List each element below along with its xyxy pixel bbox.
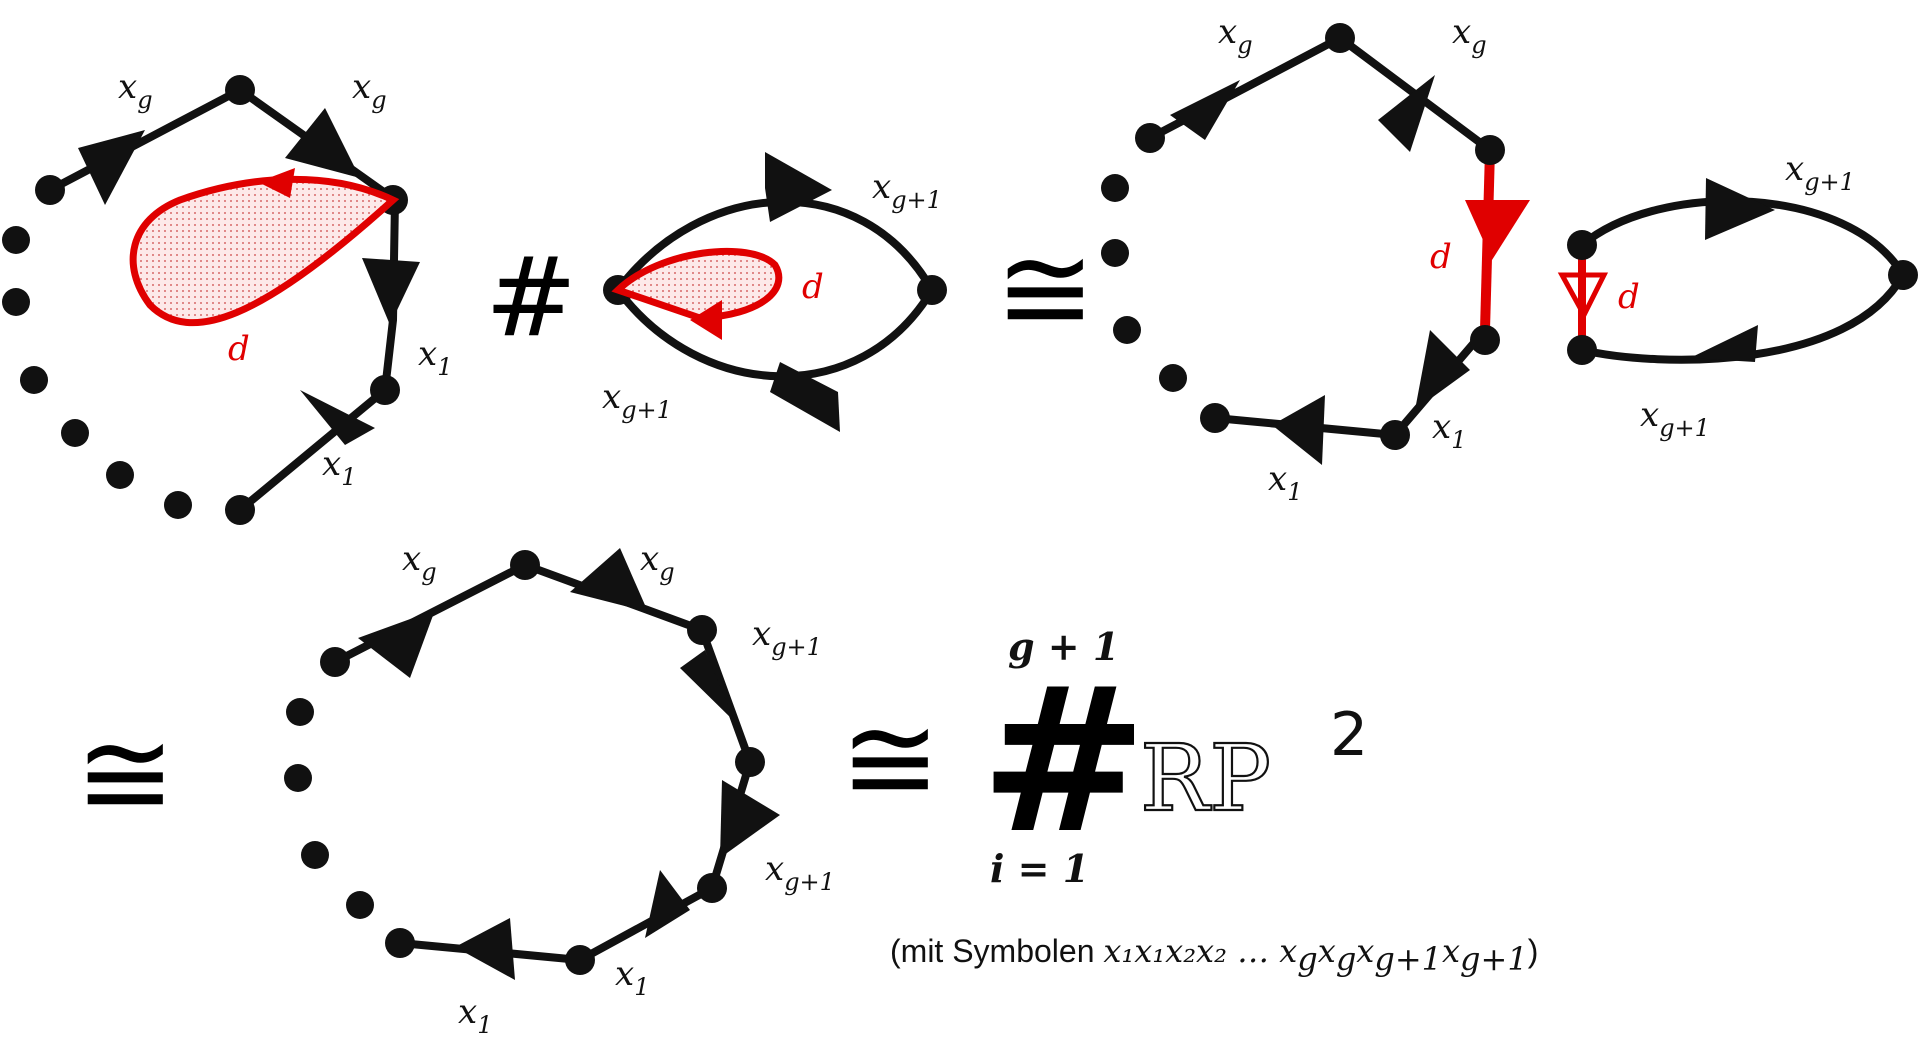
connected-sum-symbol: #	[485, 233, 577, 361]
polygon-3: xg xg x1 x1 d	[1101, 12, 1530, 506]
label-xg: xg	[640, 539, 675, 586]
big-connected-sum: #	[980, 643, 1148, 878]
label-x1: x1	[1432, 407, 1466, 454]
arrow-icon	[362, 258, 420, 325]
polygon-result: xg xg xg+1 xg+1 x1 x1	[284, 539, 835, 1039]
arrow-icon	[1170, 80, 1240, 140]
ellipsis-dots	[284, 698, 374, 919]
homeomorphic-symbol: ≅	[75, 705, 176, 844]
real-projective-plane: RP	[1140, 725, 1271, 832]
ellipsis-dots	[1101, 174, 1187, 392]
arrow-icon	[1705, 178, 1775, 240]
homeomorphic-symbol: ≅	[995, 220, 1096, 359]
label-xg1: xg+1	[765, 849, 835, 896]
lower-limit: i = 1	[990, 846, 1089, 891]
cut-arrow-icon	[1465, 200, 1530, 260]
label-xg1: xg+1	[602, 377, 672, 424]
arrow-icon	[1378, 75, 1435, 152]
arrow-icon	[78, 130, 145, 205]
disk-arrow-icon	[690, 300, 722, 340]
label-xg: xg	[352, 67, 387, 114]
arrow-icon	[285, 108, 360, 178]
arrow-icon	[1415, 330, 1470, 410]
disk-arrow-icon	[258, 168, 295, 198]
arrow-icon	[765, 152, 832, 222]
label-xg1: xg+1	[872, 167, 942, 214]
upper-limit: g + 1	[1008, 624, 1119, 669]
arrow-icon	[1690, 325, 1758, 362]
result-expression: g + 1 # i = 1 RP 2	[980, 624, 1368, 891]
arrow-icon	[455, 918, 515, 980]
caption: (mit Symbolen x₁x₁x₂x₂ … xgxgxg+1xg+1)	[890, 932, 1538, 978]
label-x1: x1	[418, 334, 452, 381]
label-xg1: xg+1	[1785, 149, 1855, 196]
label-x1: x1	[1268, 459, 1302, 506]
homeomorphic-symbol: ≅	[840, 690, 941, 829]
label-d: d	[228, 329, 250, 369]
label-xg: xg	[1452, 12, 1487, 59]
arrow-icon	[645, 870, 690, 938]
disk-d	[611, 247, 783, 322]
exponent: 2	[1330, 700, 1368, 770]
label-d: d	[1618, 277, 1640, 317]
cut-arrow-icon	[1557, 272, 1609, 321]
arrow-icon	[770, 362, 840, 432]
ellipsis-dots	[2, 226, 192, 519]
label-x1: x1	[458, 992, 492, 1039]
arrow-icon	[1272, 395, 1325, 465]
polygon-2: xg+1 xg+1 d	[602, 152, 947, 432]
label-xg: xg	[1218, 12, 1253, 59]
label-d: d	[1430, 237, 1452, 277]
disk-d	[129, 175, 400, 327]
label-x1: x1	[615, 954, 649, 1001]
arrow-icon	[720, 780, 780, 858]
polygon-1: xg xg x1 x1 d	[2, 67, 452, 525]
label-xg: xg	[118, 67, 153, 114]
label-xg1: xg+1	[1640, 395, 1710, 442]
arrow-icon	[570, 548, 648, 612]
label-d: d	[802, 267, 824, 307]
arrow-icon	[358, 610, 435, 678]
label-x1: x1	[322, 444, 356, 491]
arrow-icon	[300, 390, 375, 445]
label-xg1: xg+1	[752, 614, 822, 661]
polygon-4: xg+1 xg+1 d	[1557, 149, 1918, 442]
label-xg: xg	[402, 539, 437, 586]
arrow-icon	[680, 650, 735, 722]
